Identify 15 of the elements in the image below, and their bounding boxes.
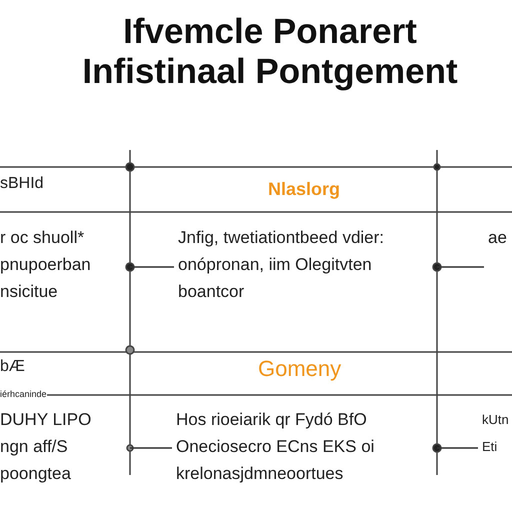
cell-text: Hos rioeiarik qr Fydó BfO Oneciosecro ECns EKS oi krelonasjdmneoortues bbox=[176, 406, 416, 487]
section-heading: Nlaslorg bbox=[268, 178, 340, 201]
leader-line bbox=[437, 266, 484, 268]
leader-line bbox=[130, 266, 174, 268]
cell-text: DUHY LIPO ngn aff/S poongtea bbox=[0, 409, 92, 485]
cell-text: kUtn Eti bbox=[482, 406, 512, 460]
cell-text: Jnfig, twetiationtbeed vdier: onópronan, iim Olegitvten boantcor bbox=[178, 224, 414, 305]
title: Ifvemcle Ponarert Infistinaal Pontgement bbox=[81, 12, 459, 92]
cell-text: sBHId bbox=[0, 174, 44, 194]
section-heading: Gomeny bbox=[258, 355, 342, 383]
cell-text: r oc shuoll* pnupoerban nsicitue bbox=[0, 227, 92, 303]
leader-line bbox=[437, 447, 478, 449]
cell-text: ae bbox=[488, 224, 512, 251]
cell-text: bÆ bbox=[0, 357, 25, 377]
leader-line bbox=[130, 447, 172, 449]
